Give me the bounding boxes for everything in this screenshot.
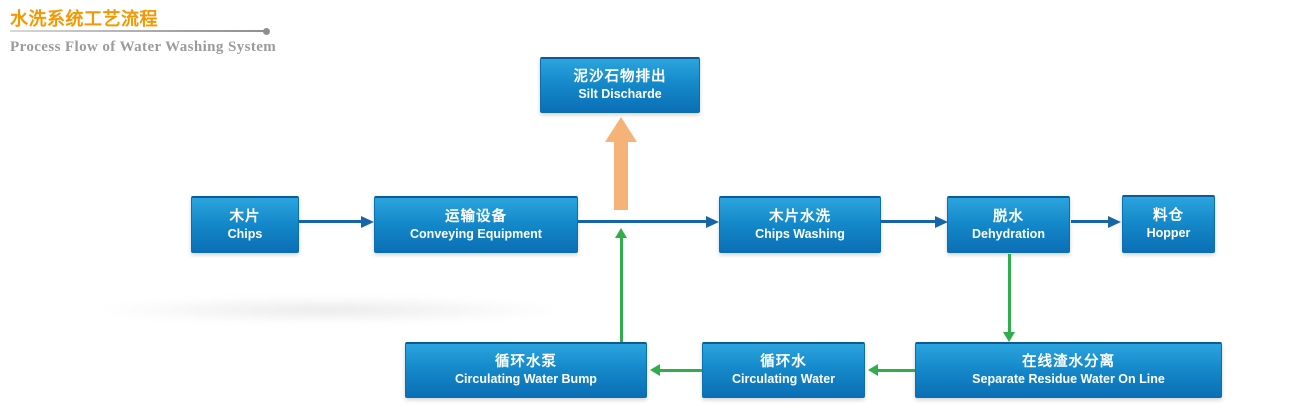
node-washing-label-en: Chips Washing [755, 226, 845, 241]
arrow-shaft [878, 369, 915, 372]
node-washing-label-zh: 木片水洗 [769, 208, 831, 225]
page-subtitle: Process Flow of Water Washing System [10, 39, 277, 55]
node-circulating-water-pump: 循环水泵 Circulating Water Bump [405, 342, 647, 398]
node-dehydration-label-zh: 脱水 [993, 208, 1024, 225]
arrow-head [1108, 216, 1121, 228]
node-circwater-label-zh: 循环水 [760, 354, 807, 371]
node-hopper-label-en: Hopper [1146, 226, 1191, 241]
arrow-shaft [660, 369, 702, 372]
title-underline-dot [263, 28, 270, 35]
arrow-shaft [578, 220, 706, 223]
node-silt-label-zh: 泥沙石物排出 [573, 69, 667, 86]
node-circwater-label-en: Circulating Water [731, 372, 836, 387]
node-silt-discharge: 泥沙石物排出 Silt Discharde [540, 57, 700, 113]
arrow-head [650, 364, 660, 376]
node-conveying-equipment: 运输设备 Conveying Equipment [374, 196, 578, 253]
arrow-shaft [1071, 220, 1108, 223]
node-circulating-water: 循环水 Circulating Water [702, 342, 865, 398]
node-chips: 木片 Chips [191, 196, 299, 253]
arrow-head [361, 216, 374, 228]
arrow-head [706, 216, 719, 228]
node-pump-label-en: Circulating Water Bump [455, 372, 597, 387]
node-separate-residue-water: 在线渣水分离 Separate Residue Water On Line [915, 342, 1222, 398]
arrow-shaft [620, 238, 623, 342]
arrow-head [605, 117, 637, 142]
node-conveying-label-en: Conveying Equipment [410, 226, 542, 241]
title-underline [10, 30, 267, 32]
node-conveying-label-zh: 运输设备 [445, 208, 507, 225]
arrow-head [615, 228, 627, 238]
node-pump-label-zh: 循环水泵 [495, 354, 557, 371]
node-silt-label-en: Silt Discharde [578, 87, 662, 102]
node-separator-label-en: Separate Residue Water On Line [972, 372, 1165, 387]
background-smudge [88, 296, 570, 324]
node-hopper-label-zh: 料仓 [1153, 208, 1184, 225]
arrow-head [935, 216, 948, 228]
node-chips-label-en: Chips [227, 226, 263, 241]
arrow-shaft [614, 140, 628, 210]
node-separator-label-zh: 在线渣水分离 [1022, 354, 1115, 371]
node-chips-washing: 木片水洗 Chips Washing [719, 196, 881, 253]
arrow-shaft [881, 220, 935, 223]
node-chips-label-zh: 木片 [229, 208, 261, 225]
arrow-shaft [299, 220, 361, 223]
arrow-head [1003, 332, 1015, 342]
node-dehydration: 脱水 Dehydration [947, 196, 1070, 253]
node-dehydration-label-en: Dehydration [972, 226, 1045, 241]
node-hopper: 料仓 Hopper [1122, 195, 1215, 253]
page-title: 水洗系统工艺流程 [10, 9, 158, 29]
arrow-head [868, 364, 878, 376]
arrow-shaft [1008, 254, 1011, 332]
